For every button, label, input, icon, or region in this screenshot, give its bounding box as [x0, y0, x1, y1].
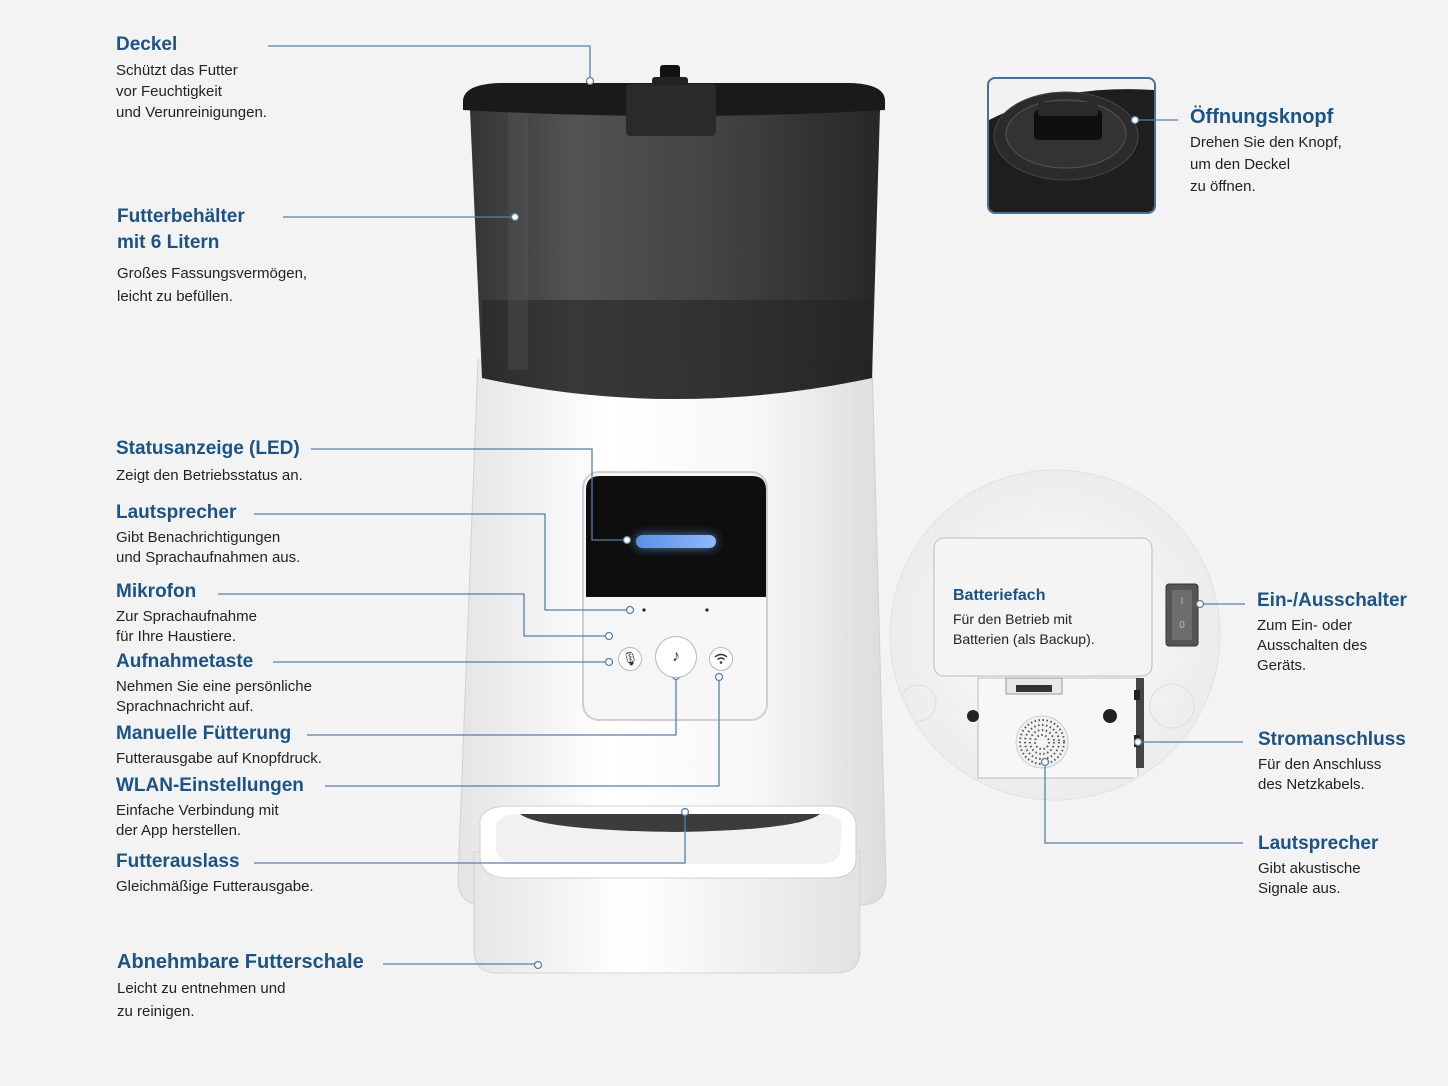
label-deckel: Deckel Schützt das Futter vor Feuchtigke… [116, 32, 267, 123]
food-bowl [473, 805, 861, 974]
wifi-icon [714, 653, 728, 664]
label-desc: Futterausgabe auf Knopfdruck. [116, 750, 322, 767]
label-title: Futterbehälter mit 6 Litern [117, 206, 245, 253]
label-desc: Leicht zu entnehmen und zu reinigen. [117, 980, 286, 1020]
label-desc: Nehmen Sie eine persönliche Sprachnachri… [116, 678, 312, 715]
label-title: Stromanschluss [1258, 729, 1406, 750]
label-title: Batteriefach [953, 587, 1046, 604]
manual-feed-button[interactable]: ♪ [655, 636, 697, 678]
label-lautsprecher: Lautsprecher Gibt Benachrichtigungen und… [116, 500, 300, 568]
food-hopper [470, 110, 880, 399]
label-title: Deckel [116, 34, 178, 55]
callout-lines [218, 45, 1245, 965]
label-oeffnungsknopf: Öffnungsknopf Drehen Sie den Knopf, um d… [1190, 104, 1342, 198]
label-statusanzeige: Statusanzeige (LED) Zeigt den Betriebsst… [116, 436, 303, 486]
label-title: Mikrofon [116, 581, 197, 602]
speaker-grille [1015, 715, 1069, 769]
wifi-button[interactable] [709, 647, 733, 671]
label-desc: Für den Betrieb mit Batterien (als Backu… [953, 611, 1095, 647]
status-led-bar [636, 535, 716, 548]
switch-on-label: I [1180, 596, 1184, 607]
label-desc: Zur Sprachaufnahme für Ihre Haustiere. [116, 608, 257, 645]
music-note-icon: ♪ [672, 648, 680, 665]
label-desc: Zeigt den Betriebsstatus an. [116, 467, 303, 484]
label-title: Ein-/Ausschalter [1257, 590, 1407, 611]
power-switch[interactable]: I 0 [1172, 590, 1192, 640]
label-batteriefach: Batteriefach Für den Betrieb mit Batteri… [953, 585, 1095, 649]
label-title: Manuelle Fütterung [116, 723, 292, 744]
label-desc: Einfache Verbindung mit der App herstell… [116, 802, 279, 839]
microphone-icon: 🎙 [621, 651, 639, 666]
label-desc: Großes Fassungsvermögen, leicht zu befül… [117, 265, 308, 305]
label-lautsprecher-unten: Lautsprecher Gibt akustische Signale aus… [1258, 831, 1378, 899]
label-desc: Gibt Benachrichtigungen und Sprachaufnah… [116, 529, 301, 566]
label-desc: Schützt das Futter vor Feuchtigkeit und … [116, 62, 267, 121]
label-title: WLAN-Einstellungen [116, 775, 304, 796]
label-title: Abnehmbare Futterschale [117, 951, 364, 973]
label-futterbehaelter: Futterbehälter mit 6 Litern Großes Fassu… [117, 204, 307, 308]
label-futterschale: Abnehmbare Futterschale Leicht zu entneh… [117, 949, 364, 1023]
label-desc: Drehen Sie den Knopf, um den Deckel zu ö… [1190, 134, 1342, 195]
label-title: Lautsprecher [116, 502, 237, 523]
label-desc: Für den Anschluss des Netzkabels. [1258, 756, 1382, 793]
label-wlan: WLAN-Einstellungen Einfache Verbindung m… [116, 773, 304, 841]
switch-off-label: 0 [1179, 620, 1185, 631]
record-button[interactable]: 🎙 [618, 647, 642, 671]
control-panel [582, 471, 768, 721]
label-title: Aufnahmetaste [116, 651, 254, 672]
knob-inset [987, 77, 1156, 214]
label-title: Statusanzeige (LED) [116, 438, 300, 459]
label-desc: Gibt akustische Signale aus. [1258, 860, 1361, 897]
label-desc: Gleichmäßige Futterausgabe. [116, 878, 314, 895]
label-desc: Zum Ein- oder Ausschalten des Geräts. [1257, 617, 1368, 674]
label-title: Öffnungsknopf [1190, 106, 1334, 128]
lid [463, 65, 885, 136]
label-stromanschluss: Stromanschluss Für den Anschluss des Net… [1258, 727, 1406, 795]
label-ein-ausschalter: Ein-/Ausschalter Zum Ein- oder Ausschalt… [1257, 588, 1407, 676]
label-title: Futterauslass [116, 851, 240, 872]
label-title: Lautsprecher [1258, 833, 1379, 854]
label-manuelle-fuetterung: Manuelle Fütterung Futterausgabe auf Kno… [116, 721, 322, 769]
bottom-detail-view [889, 469, 1221, 801]
label-mikrofon: Mikrofon Zur Sprachaufnahme für Ihre Hau… [116, 579, 257, 647]
label-aufnahmetaste: Aufnahmetaste Nehmen Sie eine persönlich… [116, 649, 312, 717]
label-futterauslass: Futterauslass Gleichmäßige Futterausgabe… [116, 849, 314, 897]
